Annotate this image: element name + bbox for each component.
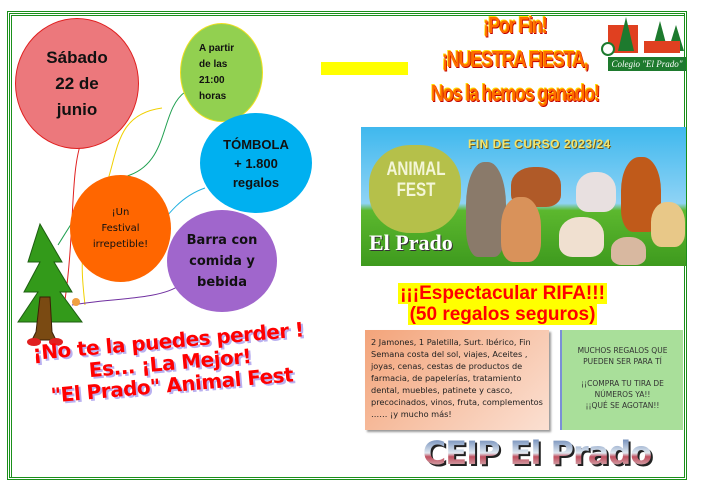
headline-line: ¡Por Fin! bbox=[483, 12, 547, 38]
highlight-bar bbox=[321, 62, 408, 75]
info-line: ¡¡QUÉ SE AGOTAN!! bbox=[585, 401, 660, 410]
tombola-line: regalos bbox=[232, 174, 280, 190]
headline-line: Nos la hemos ganado! bbox=[431, 80, 600, 106]
bar-line: comida y bbox=[189, 253, 255, 269]
prizes-box: 2 Jamones, 1 Paletilla, Surt. Ibérico, F… bbox=[365, 330, 549, 430]
raffle-subtitle: (50 regalos seguros) bbox=[407, 304, 598, 325]
balloon-bar: Barra con comida y bebida bbox=[167, 210, 277, 312]
tree-character-illustration bbox=[17, 222, 83, 346]
info-box: MUCHOS REGALOS QUE PUEDEN SER PARA TÍ ¡¡… bbox=[560, 330, 683, 430]
time-line: A partir bbox=[199, 42, 235, 54]
info-line: ¡¡COMPRA TU TIRA DE bbox=[581, 379, 664, 388]
festival-line: Festival bbox=[101, 222, 140, 234]
tombola-line: + 1.800 bbox=[234, 155, 278, 171]
time-line: de las bbox=[199, 58, 228, 70]
balloon-festival: ¡Un Festival irrepetible! bbox=[70, 175, 171, 282]
dog-illustration bbox=[466, 162, 506, 257]
festival-line: ¡Un bbox=[111, 206, 130, 218]
tombola-line: TÓMBOLA bbox=[223, 136, 289, 152]
raffle-announcement: ¡¡¡Espectacular RIFA!!! (50 regalos segu… bbox=[380, 283, 625, 325]
dog-illustration bbox=[576, 172, 616, 212]
date-line: junio bbox=[56, 99, 98, 119]
date-line: Sábado bbox=[46, 47, 108, 67]
brand-line: ANIMAL bbox=[386, 159, 446, 180]
school-logo: Colegio "El Prado" bbox=[598, 15, 686, 73]
banner-place: El Prado bbox=[369, 230, 453, 255]
banner-subtitle: FIN DE CURSO 2023/24 bbox=[468, 137, 611, 151]
time-line: 21:00 bbox=[199, 74, 225, 86]
festival-line: irrepetible! bbox=[92, 238, 149, 250]
logo-label: Colegio "El Prado" bbox=[608, 57, 686, 71]
headline-line: ¡NUESTRA FIESTA, bbox=[442, 46, 589, 72]
bar-line: bebida bbox=[197, 274, 247, 290]
dog-illustration bbox=[651, 202, 685, 247]
raffle-title: ¡¡¡Espectacular RIFA!!! bbox=[398, 283, 607, 304]
balloon-time: A partir de las 21:00 horas bbox=[180, 23, 263, 122]
dog-illustration bbox=[559, 217, 604, 257]
headline: ¡Por Fin! ¡NUESTRA FIESTA, Nos la hemos … bbox=[425, 8, 604, 110]
animal-fest-logo: ANIMAL FEST bbox=[382, 159, 451, 201]
date-line: 22 de bbox=[55, 73, 99, 93]
info-line: MUCHOS REGALOS QUE bbox=[577, 346, 668, 355]
info-line: NÚMEROS YA!! bbox=[594, 390, 651, 399]
info-line: PUEDEN SER PARA TÍ bbox=[583, 357, 662, 366]
dog-illustration bbox=[611, 237, 646, 265]
banner-blob bbox=[369, 145, 461, 233]
prizes-text: 2 Jamones, 1 Paletilla, Surt. Ibérico, F… bbox=[371, 337, 543, 419]
school-name-wordart: CEIP El Prado bbox=[402, 434, 672, 472]
dog-illustration bbox=[501, 197, 541, 262]
balloon-tombola: TÓMBOLA + 1.800 regalos bbox=[200, 113, 312, 213]
bar-line: Barra con bbox=[186, 232, 258, 248]
animal-fest-banner: ANIMAL FEST FIN DE CURSO 2023/24 El Prad… bbox=[361, 127, 686, 266]
time-line: horas bbox=[199, 90, 227, 102]
balloon-date: Sábado 22 de junio bbox=[15, 18, 139, 149]
brand-line: FEST bbox=[396, 180, 436, 201]
